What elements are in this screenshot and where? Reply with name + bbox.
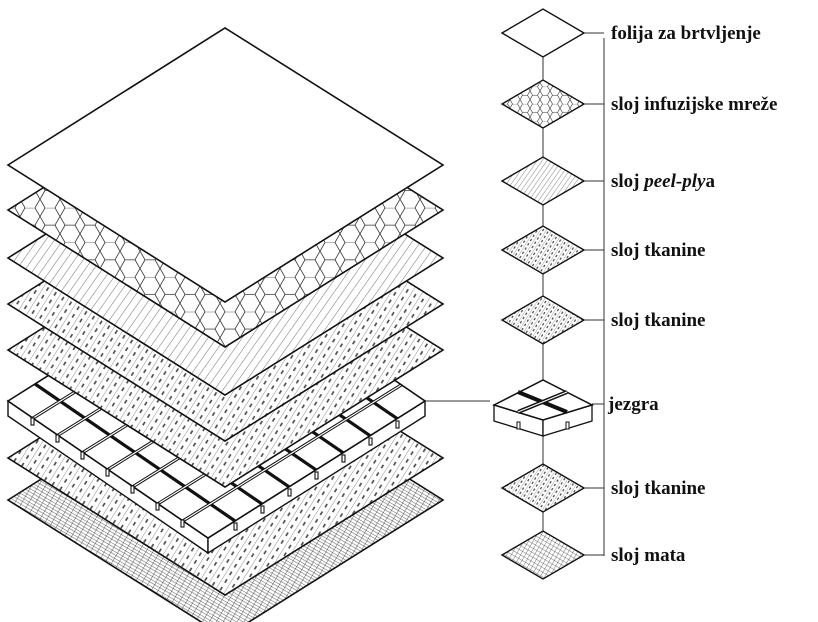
legend-swatch-sealing-film: [500, 8, 586, 58]
legend-swatch-infusion-mesh: [500, 79, 586, 129]
label-infusion-mesh: sloj infuzijske mreže: [611, 94, 778, 115]
legend-swatch-fabric-2: [500, 295, 586, 345]
label-peel-ply-italic: peel-ply: [644, 171, 706, 192]
label-sealing-film: folija za brtvljenje: [611, 23, 761, 44]
legend-swatch-mat: [500, 530, 586, 580]
legend-swatch-fabric-3: [500, 463, 586, 513]
label-peel-ply-prefix: sloj: [611, 171, 645, 192]
label-fabric-2: sloj tkanine: [611, 310, 706, 331]
label-fabric-3: sloj tkanine: [611, 478, 706, 499]
label-peel-ply: sloj peel-plya: [611, 172, 715, 191]
label-peel-ply-suffix: a: [705, 171, 715, 192]
stack-layer-sealing-film: [6, 27, 445, 303]
legend-swatch-core: [492, 379, 594, 437]
legend-swatch-fabric-1: [500, 225, 586, 275]
label-mat: sloj mata: [611, 545, 686, 566]
label-fabric-1: sloj tkanine: [611, 240, 706, 261]
legend-swatch-peel-ply: [500, 156, 586, 206]
legend-spine: [542, 32, 605, 556]
label-core: jezgra: [608, 394, 659, 415]
